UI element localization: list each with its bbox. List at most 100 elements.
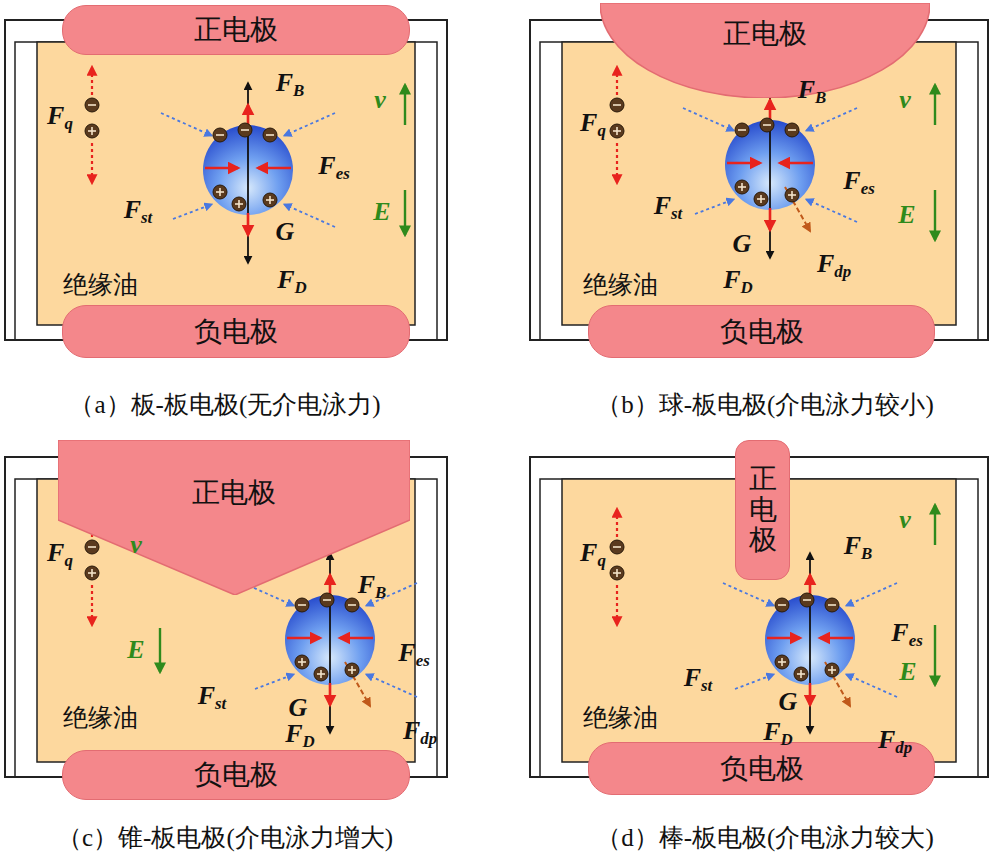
charge bbox=[295, 598, 309, 612]
charge-sign bbox=[241, 129, 249, 131]
charge bbox=[800, 593, 814, 607]
charge-sign bbox=[88, 546, 96, 548]
electrode: 正电极 bbox=[735, 440, 790, 580]
force-arrow bbox=[616, 143, 618, 183]
charge bbox=[610, 124, 624, 138]
symbol-label: Fst bbox=[684, 664, 713, 696]
force-arrow bbox=[247, 213, 250, 235]
charge bbox=[785, 188, 799, 202]
charge bbox=[263, 128, 277, 142]
force-arrow bbox=[723, 583, 774, 606]
force-arrow bbox=[345, 662, 370, 706]
symbol-label: Fdp bbox=[817, 250, 851, 282]
electrode-label: 正电极 bbox=[194, 11, 278, 49]
medium-label: 绝缘油 bbox=[583, 704, 658, 732]
panel-caption: （b）球-板电极(介电泳力较小) bbox=[596, 391, 933, 419]
force-arrow bbox=[91, 585, 93, 625]
charge bbox=[760, 118, 774, 132]
charge-sign bbox=[788, 129, 796, 131]
charge-sign bbox=[800, 670, 802, 678]
force-arrow bbox=[284, 113, 335, 136]
panel-caption: （a）板-板电极(无介电泳力) bbox=[69, 391, 380, 419]
electrode-shape bbox=[58, 440, 410, 595]
force-arrow bbox=[785, 187, 810, 231]
charge bbox=[85, 566, 99, 580]
symbol-label: G bbox=[779, 688, 798, 717]
force-arrow bbox=[934, 85, 936, 125]
medium-label: 绝缘油 bbox=[63, 271, 138, 299]
symbol-label: G bbox=[276, 218, 295, 247]
charge bbox=[775, 655, 789, 669]
charge bbox=[238, 123, 252, 137]
charge-sign bbox=[791, 191, 793, 199]
charge-sign bbox=[763, 124, 771, 126]
force-arrow bbox=[247, 170, 249, 263]
symbol-label: Fst bbox=[654, 192, 683, 224]
charge-sign bbox=[266, 134, 274, 136]
force-arrow bbox=[255, 674, 294, 689]
charge-sign bbox=[238, 200, 240, 208]
electrode: 正电极 bbox=[600, 3, 930, 98]
electrode-label: 负电极 bbox=[194, 313, 278, 351]
charge-sign bbox=[219, 188, 221, 196]
force-arrow bbox=[809, 640, 811, 733]
charge bbox=[295, 655, 309, 669]
symbol-label: Fes bbox=[891, 619, 922, 651]
insulating-oil bbox=[37, 42, 415, 325]
force-arrow bbox=[616, 67, 618, 95]
charge-sign bbox=[616, 127, 618, 135]
force-arrow bbox=[616, 509, 618, 537]
charge bbox=[825, 598, 839, 612]
symbol-label: E bbox=[373, 198, 390, 227]
charge bbox=[794, 667, 808, 681]
force-arrow bbox=[820, 637, 853, 640]
symbol-label: Fdp bbox=[878, 726, 912, 758]
charge bbox=[610, 98, 624, 112]
charge bbox=[754, 192, 768, 206]
electrode-label: 负电极 bbox=[720, 313, 804, 351]
container bbox=[530, 457, 988, 777]
symbol-label: E bbox=[899, 658, 916, 687]
charge bbox=[213, 128, 227, 142]
charge-sign bbox=[269, 196, 271, 204]
charge-sign bbox=[88, 104, 96, 106]
symbol-label: v bbox=[374, 86, 386, 115]
symbol-label: Fes bbox=[318, 152, 349, 184]
charge-sign bbox=[738, 129, 746, 131]
force-arrow bbox=[91, 67, 93, 95]
symbol-label: Fst bbox=[124, 196, 153, 228]
force-arrow bbox=[258, 167, 291, 170]
force-arrow bbox=[934, 625, 936, 685]
symbol-label: Fq bbox=[47, 539, 73, 571]
force-arrow bbox=[340, 637, 373, 640]
symbol-label: FB bbox=[844, 532, 873, 564]
electrode: 负电极 bbox=[62, 305, 410, 358]
force-arrow bbox=[159, 628, 161, 672]
force-arrow bbox=[404, 190, 406, 235]
charge bbox=[610, 540, 624, 554]
medium-label: 绝缘油 bbox=[583, 271, 658, 299]
charge bbox=[825, 663, 839, 677]
symbol-label: FB bbox=[276, 69, 305, 101]
symbol-label: FD bbox=[763, 718, 793, 750]
charge bbox=[263, 193, 277, 207]
force-arrow bbox=[846, 674, 897, 697]
force-arrow bbox=[404, 85, 406, 125]
charge-sign bbox=[91, 569, 93, 577]
charge bbox=[85, 124, 99, 138]
charge-sign bbox=[323, 599, 331, 601]
charge bbox=[345, 663, 359, 677]
electrode-label: 负电极 bbox=[194, 756, 278, 794]
panel-caption: （d）棒-板电极(介电泳力较大) bbox=[596, 824, 933, 852]
charge-sign bbox=[298, 604, 306, 606]
symbol-label: Fst bbox=[198, 682, 227, 714]
electrode: 负电极 bbox=[588, 305, 935, 358]
charge-sign bbox=[781, 658, 783, 666]
charge-sign bbox=[348, 604, 356, 606]
charge-sign bbox=[216, 134, 224, 136]
force-arrow bbox=[329, 640, 331, 733]
force-arrow bbox=[91, 143, 93, 183]
electrode-label: 正电极 bbox=[723, 15, 807, 53]
symbol-label: FD bbox=[723, 266, 753, 298]
